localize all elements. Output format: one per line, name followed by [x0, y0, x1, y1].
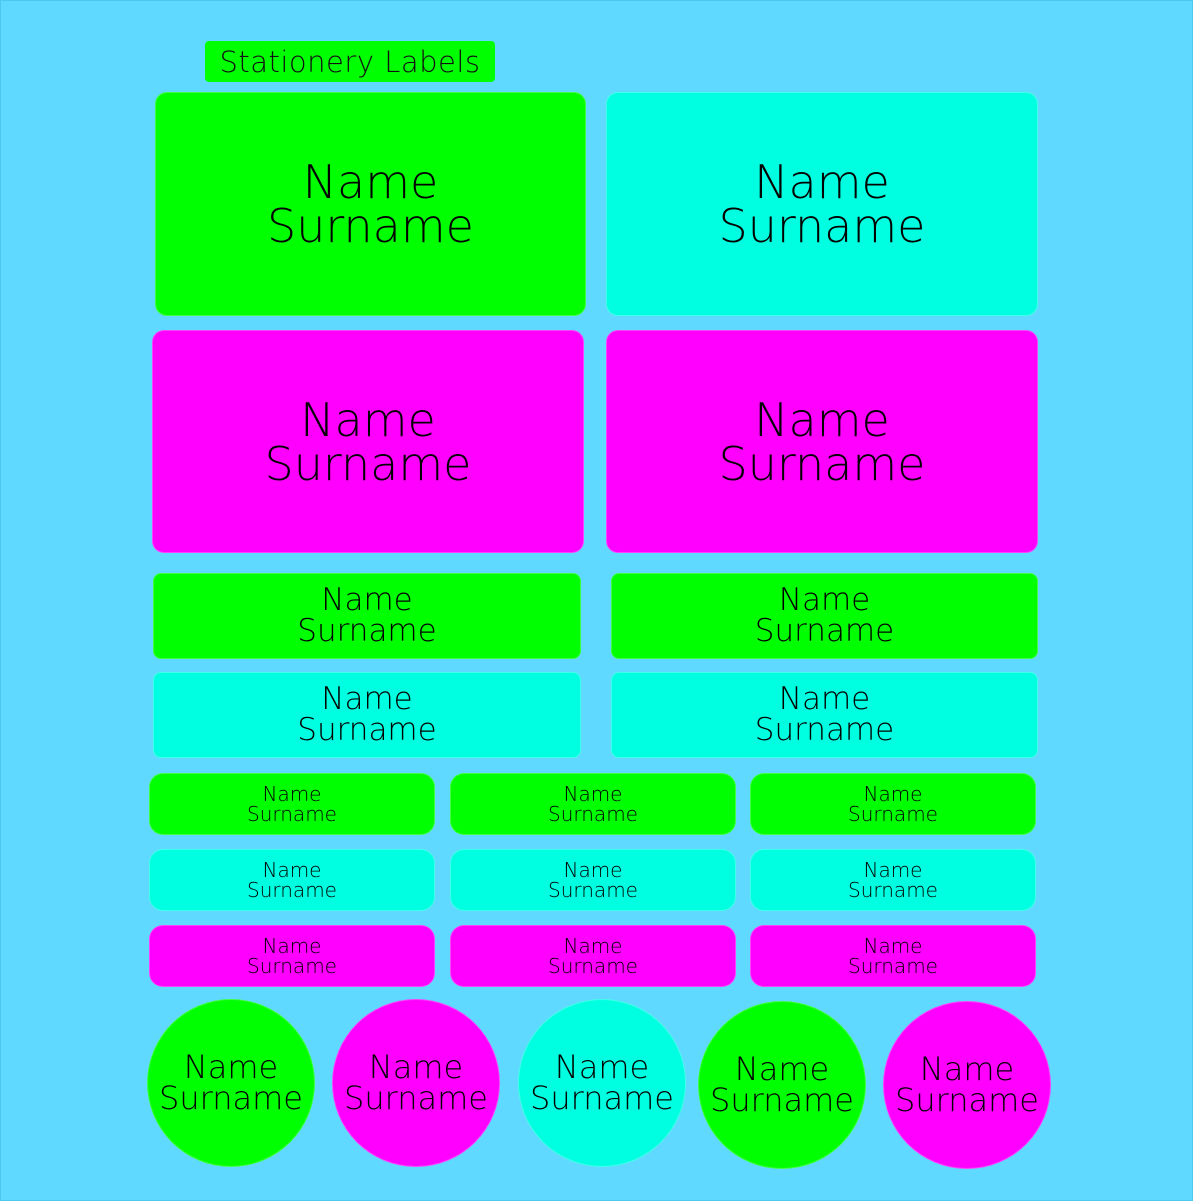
label-surname: Surname	[718, 436, 926, 491]
label-surname: Surname	[297, 613, 437, 649]
label-name: Name	[863, 858, 923, 882]
label-surname: Surname	[848, 954, 938, 978]
label-surname: Surname	[548, 802, 638, 826]
label-surname: Surname	[754, 712, 895, 748]
label-surname: Surname	[264, 436, 472, 491]
label-name: Name	[754, 155, 890, 209]
label-name: Name	[262, 782, 322, 806]
label-surname: Surname	[895, 1081, 1039, 1119]
label-surname: Surname	[718, 199, 926, 253]
label-name: Name	[300, 392, 436, 447]
label-surname: Surname	[848, 802, 938, 826]
label-surname: Surname	[848, 878, 938, 902]
label-surname: Surname	[159, 1079, 303, 1117]
label-name: Name	[554, 1048, 650, 1086]
label-surname: Surname	[344, 1079, 488, 1117]
label-name: Name	[368, 1048, 464, 1086]
label-name: Name	[563, 858, 623, 882]
page-title: Stationery Labels	[205, 41, 495, 82]
label-surname: Surname	[530, 1079, 674, 1117]
label-surname: Surname	[297, 712, 437, 748]
label-name: Name	[778, 582, 871, 618]
label-name: Name	[183, 1048, 279, 1086]
label-name: Name	[262, 858, 322, 882]
label-name: Name	[563, 934, 623, 958]
label-surname: Surname	[754, 613, 895, 649]
label-surname: Surname	[267, 199, 474, 253]
label-surname: Surname	[247, 878, 337, 902]
label-surname: Surname	[548, 878, 638, 902]
label-name: Name	[262, 934, 322, 958]
label-surname: Surname	[247, 802, 337, 826]
label-name: Name	[321, 681, 413, 717]
label-name: Name	[563, 782, 623, 806]
label-name: Name	[863, 934, 923, 958]
label-name: Name	[778, 681, 871, 717]
label-name: Name	[321, 582, 413, 618]
label-name: Name	[754, 392, 890, 447]
label-name: Name	[734, 1050, 830, 1088]
label-surname: Surname	[548, 954, 638, 978]
label-name: Name	[919, 1050, 1015, 1088]
label-surname: Surname	[247, 954, 337, 978]
label-surname: Surname	[710, 1081, 854, 1119]
label-name: Name	[302, 155, 439, 209]
label-name: Name	[863, 782, 923, 806]
